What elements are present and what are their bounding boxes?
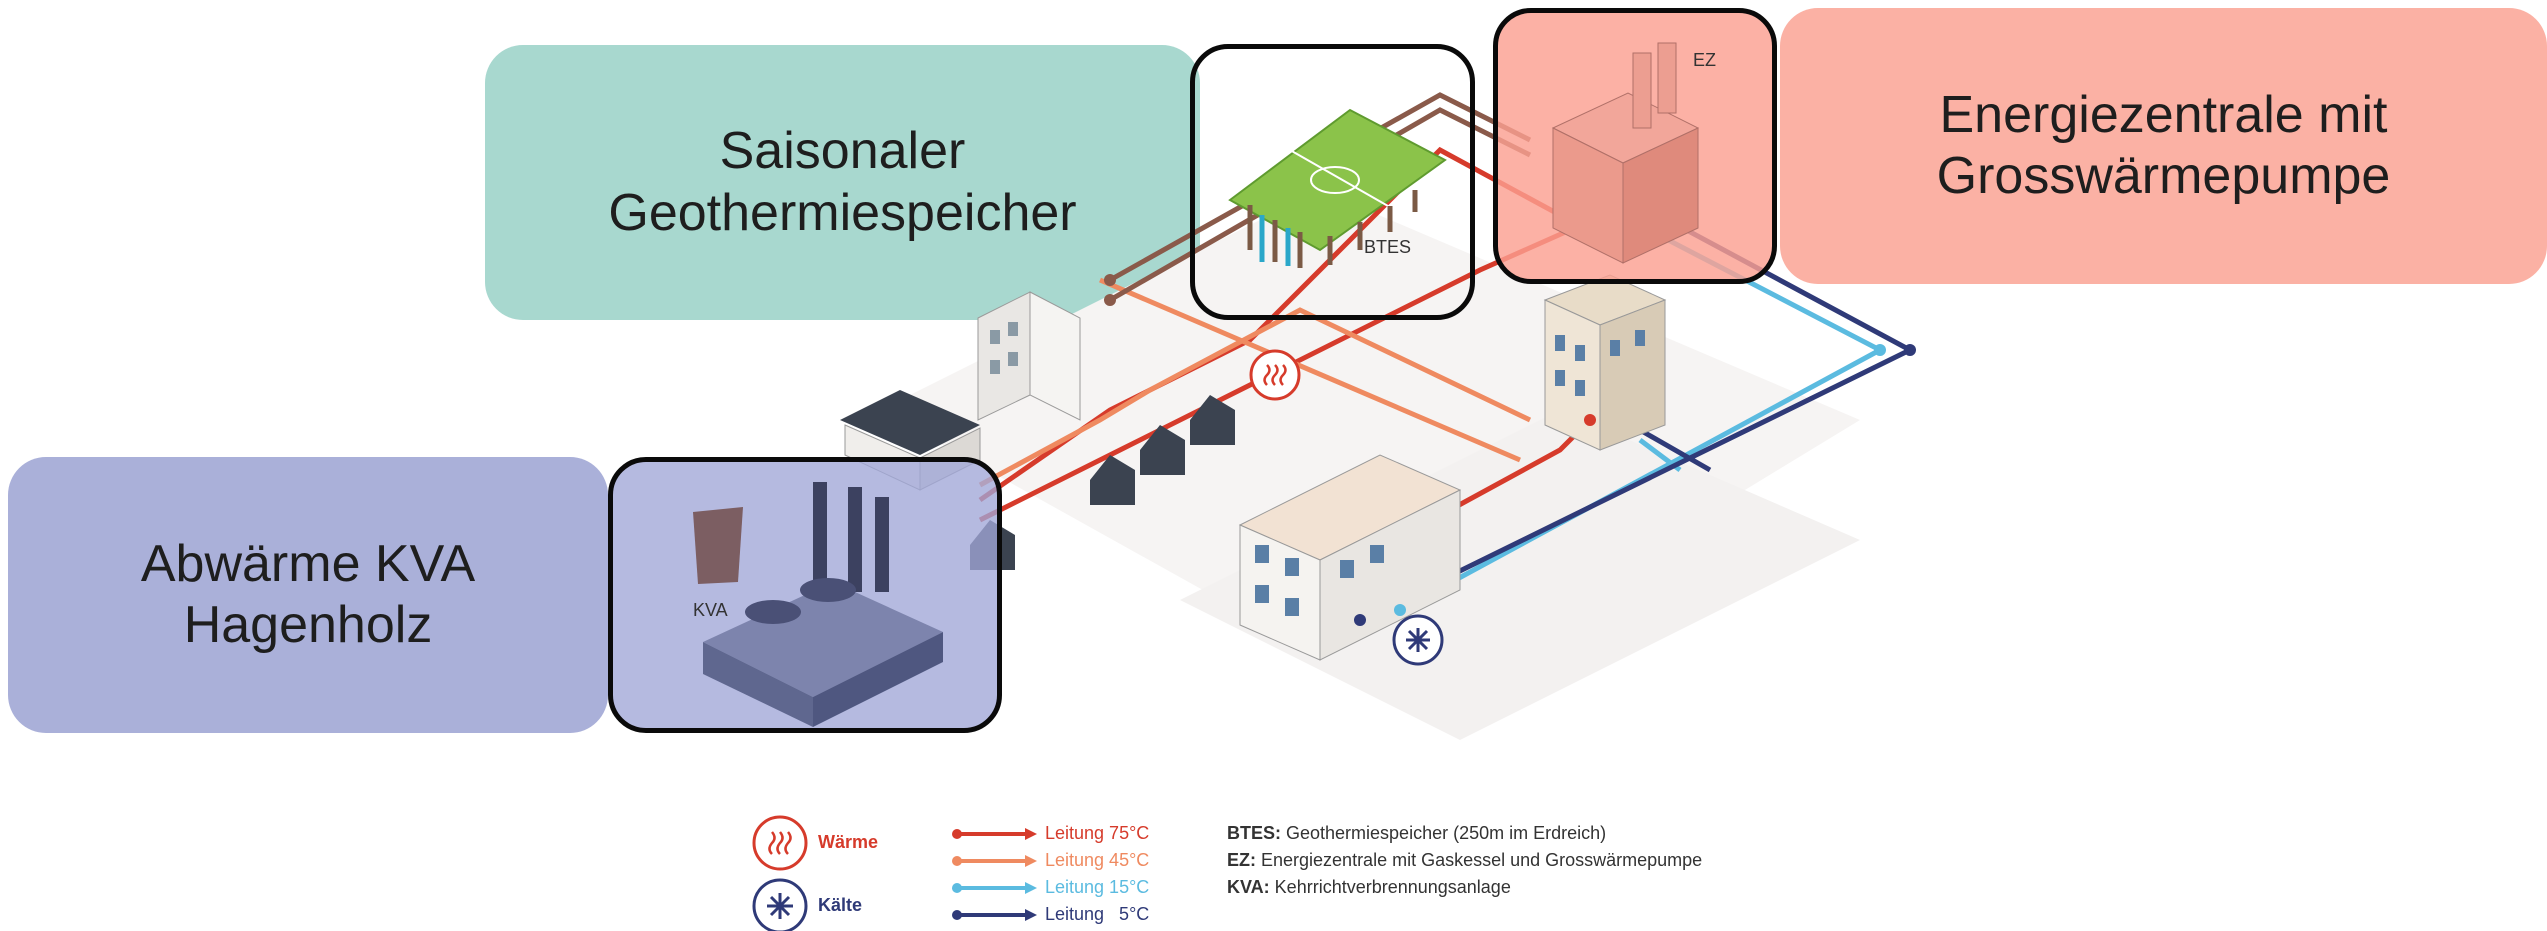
ez-tag: EZ xyxy=(1693,50,1717,70)
geothermiespeicher-label-box: Saisonaler Geothermiespeicher xyxy=(485,45,1200,320)
legend-label-75c: Leitung 75°C xyxy=(1045,823,1150,843)
energiezentrale-label: Energiezentrale mit Grosswärmepumpe xyxy=(1936,85,2391,205)
legend-line-75c xyxy=(952,828,1037,840)
btes-tag: BTES xyxy=(1364,237,1412,257)
school-building xyxy=(1238,454,1462,661)
btes-highlight-frame xyxy=(1190,44,1475,320)
legend-label-15c: Leitung 15°C xyxy=(1045,877,1150,897)
ground-plate-2 xyxy=(1180,410,1860,740)
legend-line-15c xyxy=(952,882,1037,894)
legend-kaelte: Kälte xyxy=(818,895,863,915)
geothermiespeicher-label: Saisonaler Geothermiespeicher xyxy=(608,122,1077,242)
kva-plant-icon xyxy=(693,482,943,727)
legend-label-45c: Leitung 45°C xyxy=(1045,850,1150,870)
legend-abbr-btes: BTES: Geothermiespeicher (250m im Erdrei… xyxy=(1227,823,1607,843)
legend-label-5c: Leitung 5°C xyxy=(1045,904,1150,924)
legend-line-5c xyxy=(952,909,1037,921)
legend-line-45c xyxy=(952,855,1037,867)
kva-label: Abwärme KVA Hagenholz xyxy=(140,534,476,654)
ez-highlight-frame xyxy=(1493,8,1777,284)
btes-field xyxy=(1228,108,1447,268)
pipe-45c xyxy=(978,277,1532,488)
cold-node xyxy=(1392,614,1444,666)
kva-label-box: Abwärme KVA Hagenholz xyxy=(8,457,608,733)
energiezentrale-label-box: Energiezentrale mit Grosswärmepumpe xyxy=(1780,8,2547,284)
apartment-building xyxy=(977,291,1081,421)
kva-highlight-frame xyxy=(608,457,1002,733)
kva-tag: KVA xyxy=(693,600,728,620)
office-building xyxy=(1543,274,1667,451)
heat-node xyxy=(1249,349,1301,401)
legend-waerme: Wärme xyxy=(818,832,879,852)
snowflake-icon xyxy=(752,878,808,931)
heat-icon xyxy=(752,815,808,871)
energiezentrale-building-icon xyxy=(1551,42,1700,264)
legend-abbr-ez: EZ: Energiezentrale mit Gaskessel und Gr… xyxy=(1227,850,1703,870)
legend-abbr-kva: KVA: Kehrrichtverbrennungsanlage xyxy=(1227,877,1511,897)
